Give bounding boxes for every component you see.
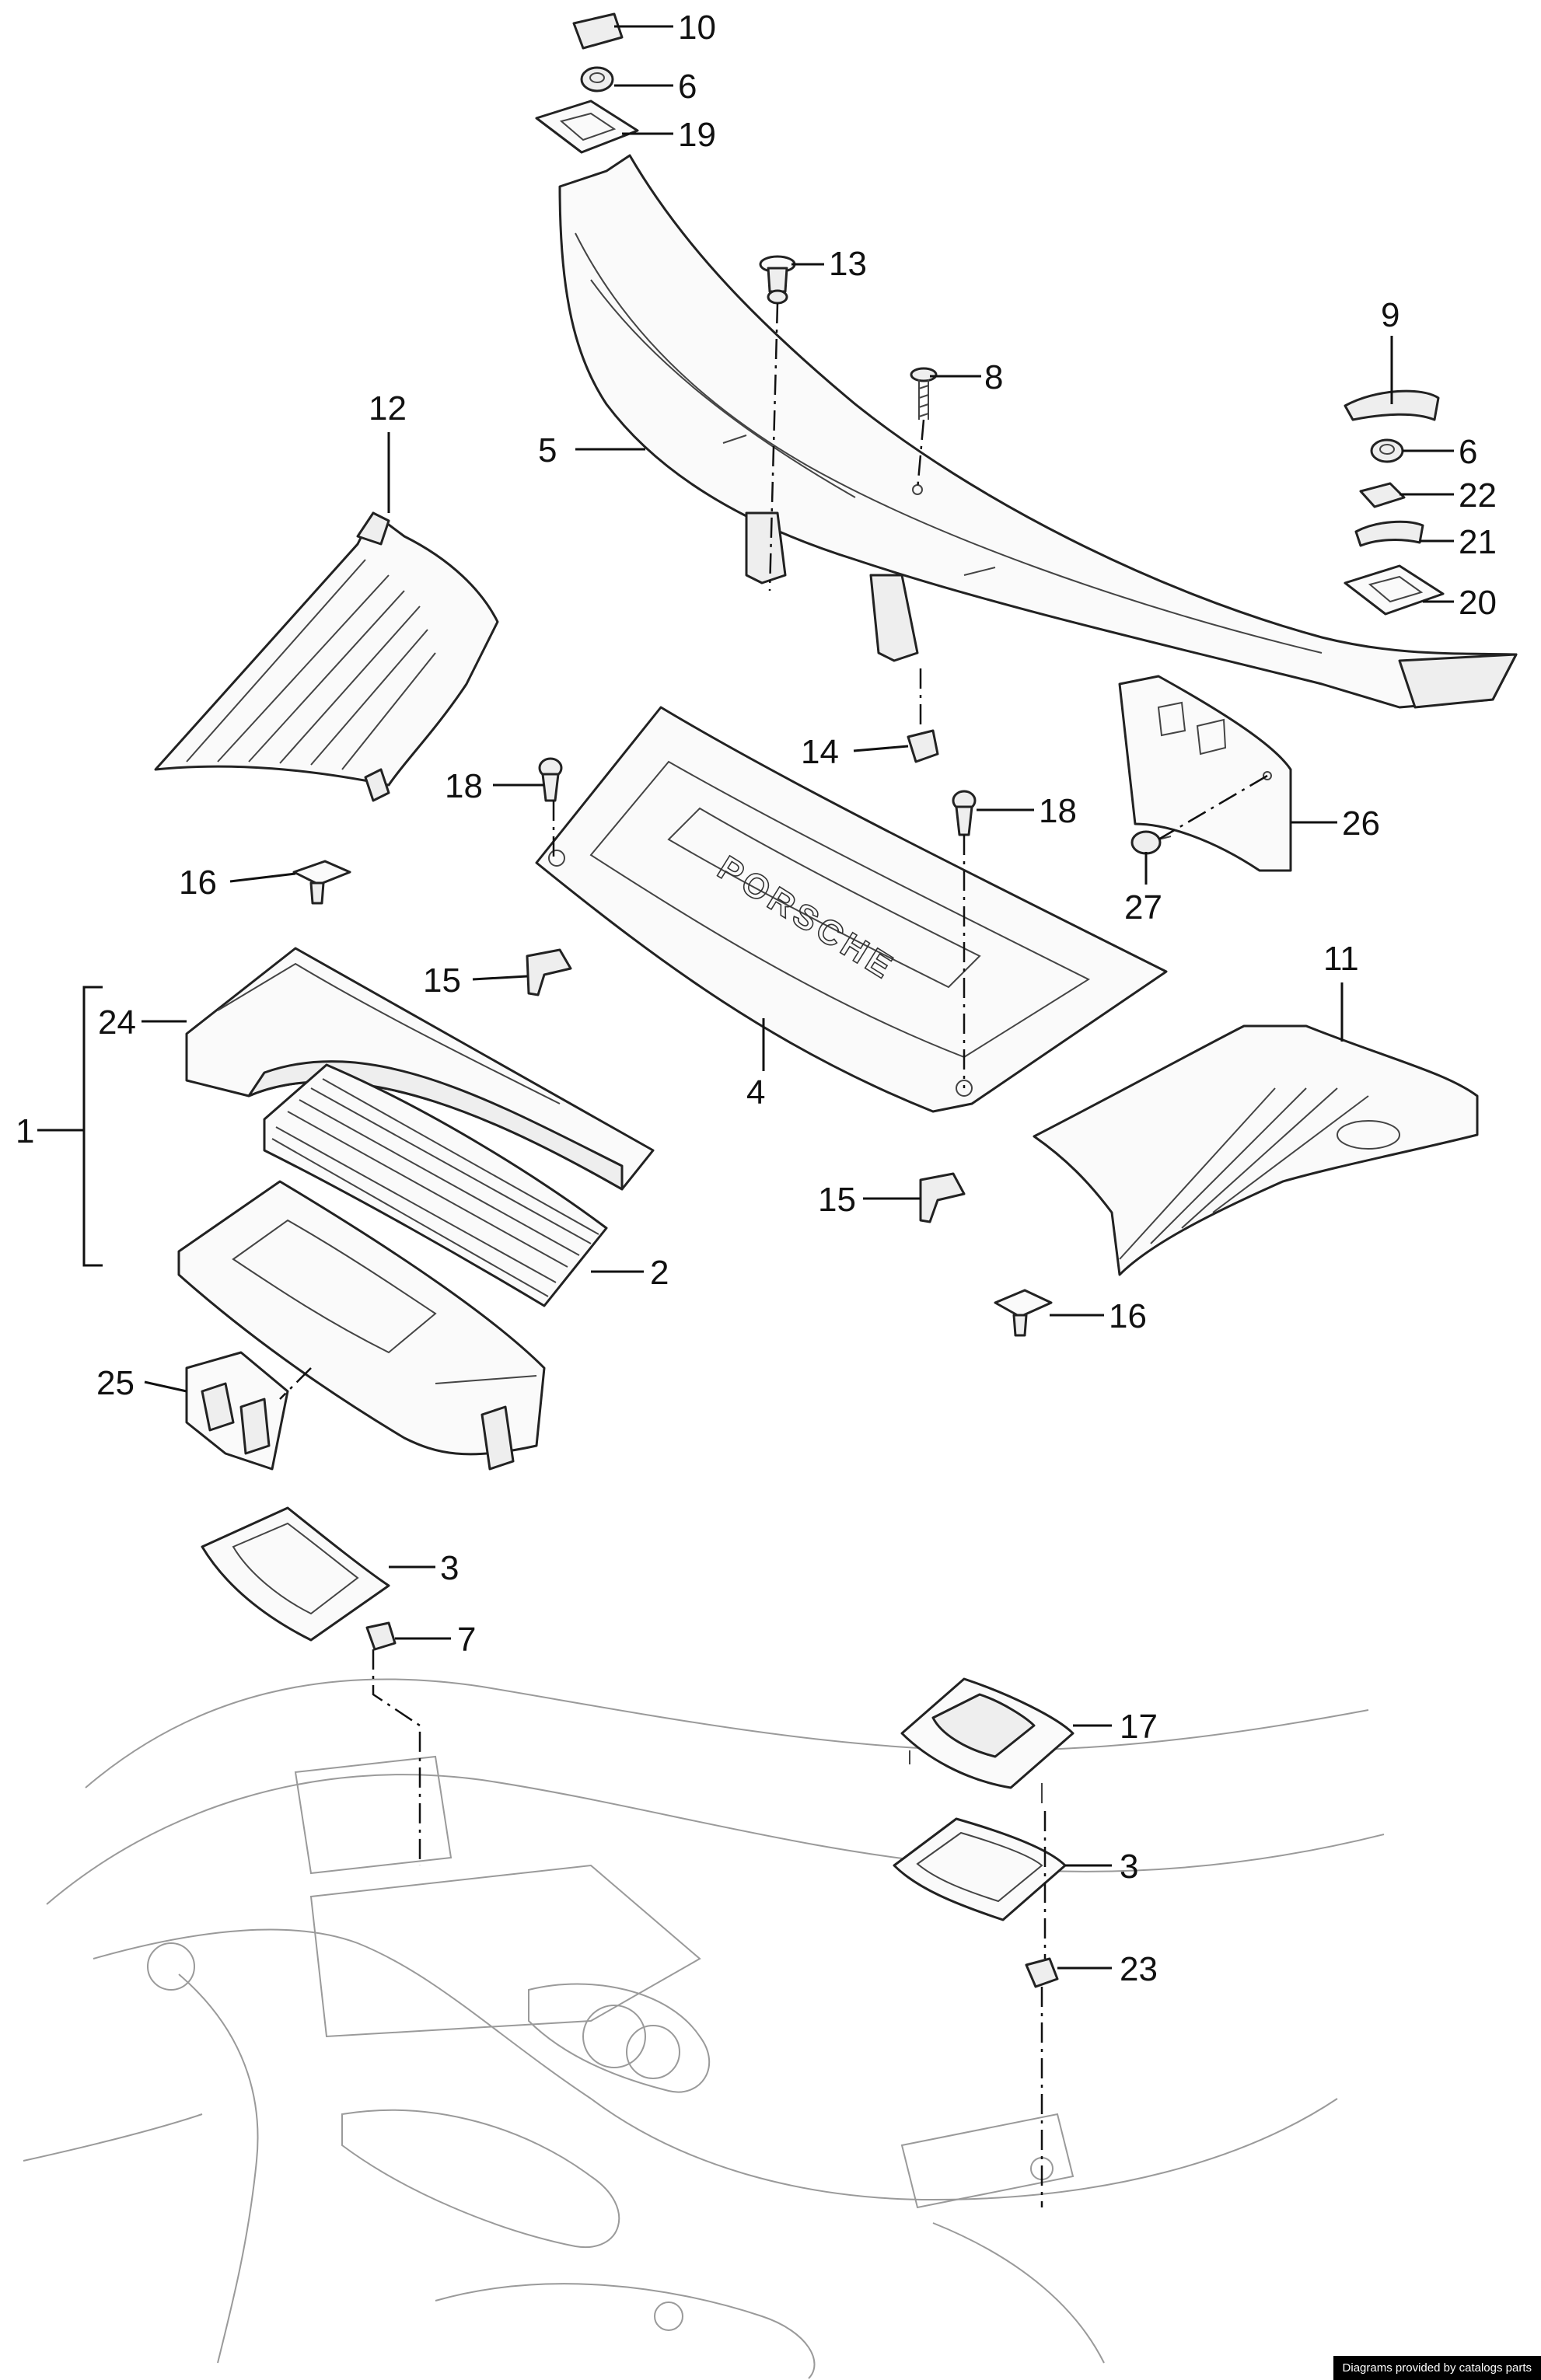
part-7-clip <box>365 1621 397 1651</box>
part-18-fastener-left <box>538 757 563 802</box>
callout-13: 13 <box>829 245 867 283</box>
part-4-lid-lining: PORSCHE <box>535 706 1168 1113</box>
part-3-seal-right <box>893 1817 1067 1921</box>
callout-19: 19 <box>678 116 716 154</box>
callout-26: 26 <box>1342 804 1380 843</box>
part-19-gasket <box>535 99 639 154</box>
callout-17: 17 <box>1120 1708 1158 1746</box>
callout-3-right: 3 <box>1120 1848 1138 1886</box>
callout-21: 21 <box>1459 523 1497 561</box>
callout-22: 22 <box>1459 476 1497 515</box>
callout-11: 11 <box>1323 940 1359 978</box>
callout-14: 14 <box>801 733 839 771</box>
callout-15-left: 15 <box>423 961 461 1000</box>
part-17-cover <box>900 1677 1075 1803</box>
part-10-cap <box>572 12 624 50</box>
alignment-lines <box>279 302 1268 2207</box>
callout-16-left: 16 <box>179 864 217 902</box>
part-2-filter <box>263 1063 608 1307</box>
callout-labels: 10 6 19 13 8 9 6 22 21 20 5 12 14 18 18 … <box>16 9 1497 1988</box>
part-13-clip <box>759 255 796 305</box>
part-1-housing <box>177 1180 546 1471</box>
part-8-screw <box>910 367 938 420</box>
part-25-bracket <box>185 1351 289 1471</box>
credit-badge: Diagrams provided by catalogs parts <box>1333 2356 1541 2380</box>
callout-6-right: 6 <box>1459 433 1477 471</box>
callout-9: 9 <box>1381 296 1399 334</box>
callout-7: 7 <box>457 1621 476 1659</box>
part-12-left-trim <box>154 511 499 802</box>
part-26-plate <box>1118 675 1292 872</box>
callout-4: 4 <box>746 1073 765 1111</box>
part-9-cover <box>1344 389 1440 421</box>
part-11-right-trim <box>1033 1024 1479 1276</box>
callout-27: 27 <box>1124 888 1162 927</box>
leader-lines <box>37 25 1454 1970</box>
part-6-nut-right <box>1370 438 1404 463</box>
part-20-seal <box>1344 564 1445 616</box>
callout-5: 5 <box>538 431 557 469</box>
callout-16-right: 16 <box>1109 1297 1147 1335</box>
part-24-cover <box>185 947 655 1191</box>
part-23-clip <box>1025 1957 1059 1988</box>
part-14-clip <box>907 729 939 763</box>
group-1-bracket <box>82 986 103 1267</box>
callout-2: 2 <box>650 1254 669 1292</box>
callout-24: 24 <box>98 1003 136 1042</box>
part-6-nut-top <box>580 66 614 92</box>
callout-12: 12 <box>369 389 407 427</box>
callout-15-right: 15 <box>818 1181 856 1219</box>
callout-20: 20 <box>1459 584 1497 622</box>
part-18-fastener-right <box>952 790 977 836</box>
part-15-clip-right <box>919 1172 966 1223</box>
callout-8: 8 <box>984 358 1003 396</box>
callout-10: 10 <box>678 9 716 47</box>
part-16-pad-left <box>292 860 351 905</box>
callout-18-right: 18 <box>1039 792 1077 830</box>
part-3-seal-left <box>201 1506 390 1642</box>
part-15-clip-left <box>526 948 572 996</box>
callout-6-top: 6 <box>678 68 697 106</box>
body-shell-outline <box>23 1678 1385 2379</box>
callout-3-left: 3 <box>440 1549 459 1587</box>
part-22-clip <box>1359 482 1406 508</box>
part-21-washer <box>1354 520 1424 547</box>
part-16-pad-right <box>994 1289 1053 1337</box>
part-5-cowl-panel <box>558 154 1518 709</box>
callout-18-left: 18 <box>445 767 483 805</box>
callout-1: 1 <box>16 1112 34 1150</box>
callout-25: 25 <box>96 1364 135 1402</box>
callout-23: 23 <box>1120 1950 1158 1988</box>
